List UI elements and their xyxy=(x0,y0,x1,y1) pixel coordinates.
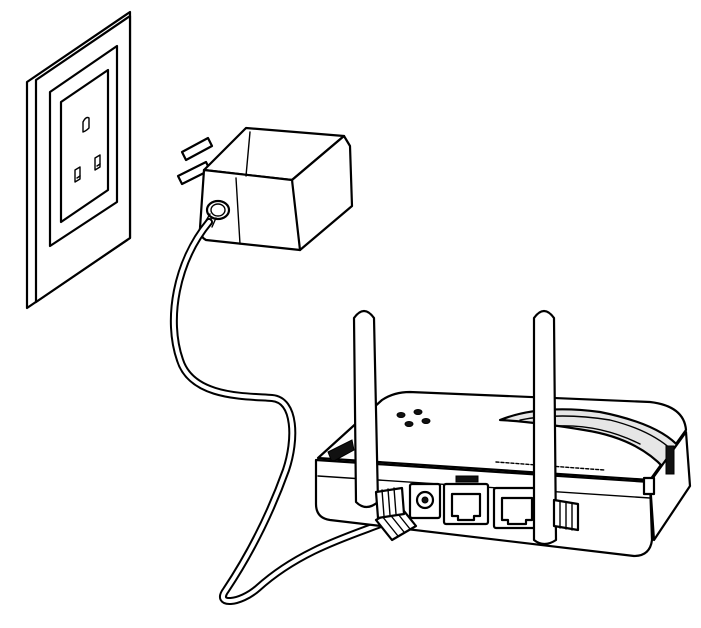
dc-power-jack xyxy=(408,482,442,520)
wall-socket-icon xyxy=(25,10,132,310)
side-switch xyxy=(642,445,675,496)
vent-dots xyxy=(396,409,431,427)
lan-port-1 xyxy=(442,475,490,526)
power-adapter-icon xyxy=(176,126,354,252)
antenna-right-icon xyxy=(532,309,580,546)
power-cable-icon xyxy=(169,218,390,606)
antenna-left-icon xyxy=(352,309,406,520)
socket-slots xyxy=(74,116,101,183)
